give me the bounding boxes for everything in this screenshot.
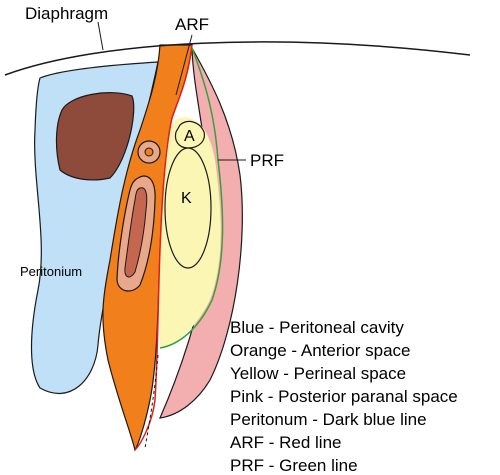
diaphragm-label: Diaphragm: [25, 4, 108, 23]
arf-red-line: [134, 44, 193, 451]
elongated-bowel-inner: [124, 187, 148, 278]
prf-green-line: [159, 47, 224, 349]
legend-item-blue: Blue - Peritoneal cavity: [230, 318, 404, 337]
prf-label: PRF: [250, 151, 284, 170]
arf-leader: [175, 34, 193, 96]
diaphragm-arc: [4, 41, 471, 76]
adrenal-label: A: [184, 128, 195, 145]
arf-label: ARF: [175, 15, 209, 34]
legend: Blue - Peritoneal cavity Orange - Anteri…: [230, 318, 458, 475]
legend-item-pink: Pink - Posterior paranal space: [230, 387, 458, 406]
legend-item-orange: Orange - Anterior space: [230, 341, 410, 360]
diaphragm-leader: [97, 21, 104, 51]
kidney-label: K: [181, 190, 192, 207]
legend-item-prf: PRF - Green line: [230, 456, 358, 475]
bowel-circle-inner: [144, 147, 154, 157]
legend-item-peritonum: Peritonum - Dark blue line: [230, 410, 427, 429]
liver-shape: [55, 92, 135, 181]
legend-item-yellow: Yellow - Perineal space: [230, 364, 406, 383]
dashed-lower-line: [144, 354, 159, 449]
kidney-shape: [164, 147, 212, 269]
peritonium-label: Peritonium: [20, 264, 82, 279]
adrenal-gland-shape: [174, 120, 205, 149]
legend-item-arf: ARF - Red line: [230, 433, 341, 452]
